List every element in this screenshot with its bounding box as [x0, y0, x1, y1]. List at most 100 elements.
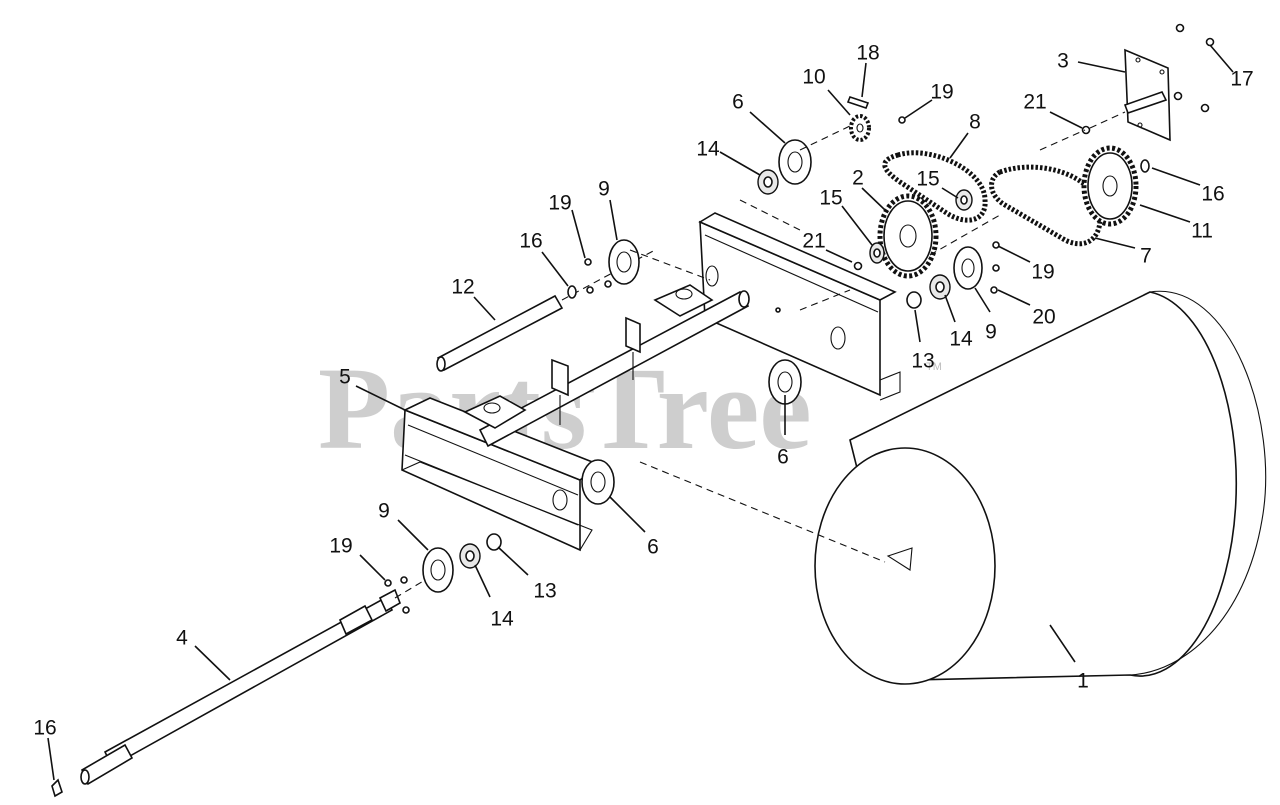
callout-number: 16 — [1201, 183, 1224, 206]
callout-c7: 7 — [1094, 237, 1152, 268]
callout-leader-line — [861, 187, 886, 211]
callout-number: 16 — [519, 230, 542, 253]
bearing-lower — [459, 543, 481, 569]
callout-number: 13 — [911, 350, 934, 373]
callout-c12: 12 — [451, 276, 496, 321]
callout-leader-line — [749, 111, 786, 144]
callout-number: 11 — [1191, 220, 1213, 243]
callout-leader-line — [949, 132, 969, 159]
callout-number: 8 — [969, 111, 981, 134]
callout-leader-line — [609, 199, 618, 241]
callout-c14c: 14 — [474, 564, 514, 631]
callout-leader-line — [1139, 204, 1191, 223]
sprocket-right — [1081, 145, 1139, 227]
callout-leader-line — [944, 294, 956, 323]
callout-leader-line — [47, 737, 55, 781]
callout-c13a: 13 — [911, 309, 935, 373]
callout-c19d: 19 — [329, 535, 386, 581]
callout-number: 19 — [1031, 261, 1054, 284]
bearing-flange-top — [778, 139, 812, 185]
flange-upper — [608, 239, 640, 285]
callout-leader-line — [841, 205, 873, 246]
callout-leader-line — [541, 251, 569, 287]
callout-number: 13 — [533, 580, 556, 603]
callout-number: 18 — [856, 42, 879, 65]
callout-c6c: 6 — [609, 496, 659, 559]
callout-number: 21 — [1023, 91, 1046, 114]
frame-cross-tube — [463, 284, 750, 448]
callout-leader-line — [571, 209, 586, 259]
callout-c15b: 15 — [916, 168, 959, 199]
clip-right — [1140, 159, 1150, 173]
callout-leader-line — [827, 89, 851, 116]
callout-number: 21 — [802, 230, 825, 253]
callout-number: 14 — [696, 138, 720, 161]
bearing-right — [929, 274, 951, 300]
callout-leader-line — [397, 519, 429, 551]
callout-c19c: 19 — [997, 245, 1055, 284]
callout-c8: 8 — [949, 111, 981, 159]
callout-c5: 5 — [339, 366, 406, 411]
roller-drum — [639, 290, 1267, 685]
callout-number: 9 — [378, 500, 390, 523]
callout-layer: 1234566678999101112131314141415151616161… — [33, 42, 1254, 781]
callout-number: 14 — [490, 608, 514, 631]
hub-right — [955, 189, 973, 211]
clip-upper — [567, 285, 577, 299]
chain-upper — [882, 150, 988, 223]
callout-c4: 4 — [176, 627, 231, 681]
callout-c3: 3 — [1057, 50, 1126, 73]
callout-number: 19 — [548, 192, 571, 215]
mounting-plate — [1089, 48, 1171, 142]
small-sprocket-top — [849, 114, 871, 142]
callout-leader-line — [719, 151, 761, 176]
callout-number: 4 — [176, 627, 188, 650]
callout-number: 15 — [916, 168, 939, 191]
callout-leader-line — [1049, 111, 1083, 129]
callout-leader-line — [359, 554, 386, 581]
callout-number: 19 — [930, 81, 953, 104]
callout-number: 19 — [329, 535, 352, 558]
callout-c15a: 15 — [819, 187, 873, 246]
callout-c13b: 13 — [497, 546, 557, 603]
callout-c6b: 6 — [777, 395, 789, 469]
callout-c1: 1 — [1049, 624, 1089, 693]
callout-c9b: 9 — [974, 287, 997, 344]
callout-leader-line — [914, 309, 921, 343]
watermark-tm: TM — [926, 361, 942, 373]
callout-number: 20 — [1032, 306, 1055, 329]
callout-c18: 18 — [856, 42, 880, 98]
callout-number: 16 — [33, 717, 56, 740]
callout-c10: 10 — [802, 66, 851, 116]
callout-leader-line — [194, 645, 231, 681]
callout-c19b: 19 — [904, 81, 954, 119]
bearing-flange-front — [581, 459, 615, 505]
callout-number: 9 — [598, 178, 610, 201]
callout-number: 1 — [1077, 670, 1089, 693]
callout-number: 6 — [732, 91, 744, 114]
spacer-right — [906, 291, 922, 309]
callout-c9a: 9 — [598, 178, 618, 241]
callout-c21a: 21 — [802, 230, 853, 263]
callout-number: 12 — [451, 276, 474, 299]
callout-number: 15 — [819, 187, 842, 210]
bearing-flange-mid — [768, 359, 802, 405]
callout-leader-line — [497, 546, 529, 576]
callout-leader-line — [1094, 237, 1136, 249]
callout-leader-line — [997, 245, 1031, 263]
callout-c6a: 6 — [732, 91, 786, 144]
callout-number: 17 — [1230, 68, 1253, 91]
callout-leader-line — [1077, 61, 1126, 73]
callout-c11: 11 — [1139, 204, 1213, 243]
flange-lower — [422, 547, 454, 593]
callout-c19a: 19 — [548, 192, 586, 259]
callout-c14a: 14 — [696, 138, 761, 176]
callout-leader-line — [941, 187, 959, 199]
frame-back-channel — [698, 212, 901, 401]
callout-leader-line — [355, 385, 406, 411]
callout-leader-line — [825, 249, 853, 263]
callout-leader-line — [997, 289, 1031, 306]
callout-c21b: 21 — [1023, 91, 1083, 129]
callout-c9c: 9 — [378, 500, 429, 551]
